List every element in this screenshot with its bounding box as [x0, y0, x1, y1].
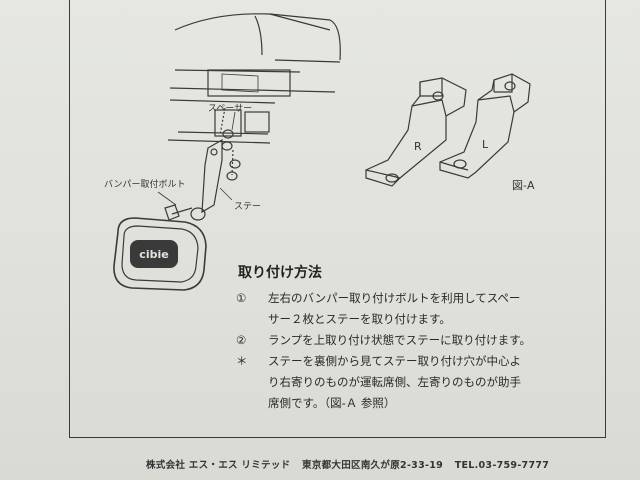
- step-text-cont: サー２枚とステーを取り付けます。: [268, 312, 451, 326]
- company-name: 株式会社 エス・エス リミテッド: [146, 460, 291, 471]
- bumper-bolt-label: バンパー取付ボルト: [104, 180, 186, 190]
- leader-lines: [157, 111, 236, 206]
- bracket-l-label: L: [482, 138, 489, 151]
- fog-lamp: cibie: [113, 217, 207, 291]
- step-marker: ②: [236, 333, 247, 347]
- spacer-label: スペーサー: [208, 104, 253, 114]
- page-border: [69, 0, 606, 438]
- lamp-logo: cibie: [139, 248, 168, 261]
- figure-a-label: 図-A: [512, 179, 535, 192]
- company-tel: TEL.03-759-7777: [454, 460, 550, 471]
- bracket-r-label: R: [414, 140, 422, 153]
- note-text-cont: り右寄りのものが運転席側、左寄りのものが助手: [268, 375, 521, 389]
- company-footer: 株式会社 エス・エス リミテッド 東京都大田区南久が原2-33-19 TEL.0…: [146, 457, 557, 471]
- stay-assembly: [164, 107, 241, 221]
- company-address: 東京都大田区南久が原2-33-19: [302, 460, 444, 471]
- step-text: 左右のバンパー取り付けボルトを利用してスペー: [268, 291, 521, 305]
- step-text: ランプを上取り付け状態でステーに取り付けます。: [268, 333, 532, 347]
- note-text-cont: 席側です。（図-Ａ 参照）: [268, 396, 396, 410]
- note-text: ステーを裏側から見てステー取り付け穴が中心よ: [268, 354, 521, 368]
- stay-label: ステー: [234, 202, 262, 212]
- note-marker: ＊: [236, 354, 248, 368]
- instructions-title: 取り付け方法: [238, 265, 322, 281]
- instruction-list: ① 左右のバンパー取り付けボルトを利用してスペー サー２枚とステーを取り付けます…: [236, 288, 596, 414]
- car-bumper-drawing: [167, 13, 341, 144]
- bracket-r: [365, 77, 467, 187]
- bracket-l: [439, 73, 531, 179]
- step-marker: ①: [236, 291, 247, 305]
- instruction-step-2: ② ランプを上取り付け状態でステーに取り付けます。: [236, 330, 596, 351]
- instruction-step-1: ① 左右のバンパー取り付けボルトを利用してスペー: [236, 288, 596, 309]
- instruction-note: ＊ ステーを裏側から見てステー取り付け穴が中心よ: [236, 351, 596, 372]
